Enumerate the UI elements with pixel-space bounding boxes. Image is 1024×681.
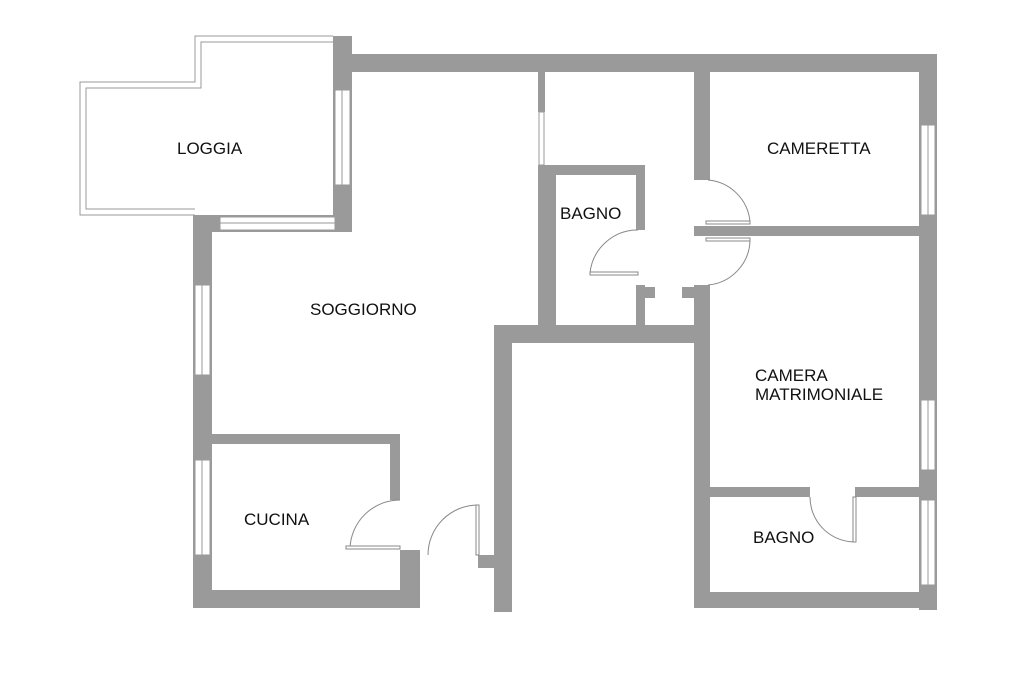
- windows: [194, 89, 936, 586]
- loggia-outline-inner: [85, 41, 333, 210]
- room-label-cameretta: CAMERETTA: [767, 139, 871, 158]
- doors: [345, 179, 857, 556]
- room-label-bagno-2: BAGNO: [753, 528, 815, 547]
- room-label-camera-line1: CAMERA: [755, 366, 828, 385]
- room-label-soggiorno: SOGGIORNO: [310, 300, 417, 319]
- room-label-cucina: CUCINA: [244, 510, 310, 529]
- room-label-camera-line2: MATRIMONIALE: [755, 385, 884, 404]
- room-label-loggia: LOGGIA: [177, 139, 243, 158]
- room-label-bagno-1: BAGNO: [560, 204, 622, 223]
- loggia-outline: [79, 35, 333, 216]
